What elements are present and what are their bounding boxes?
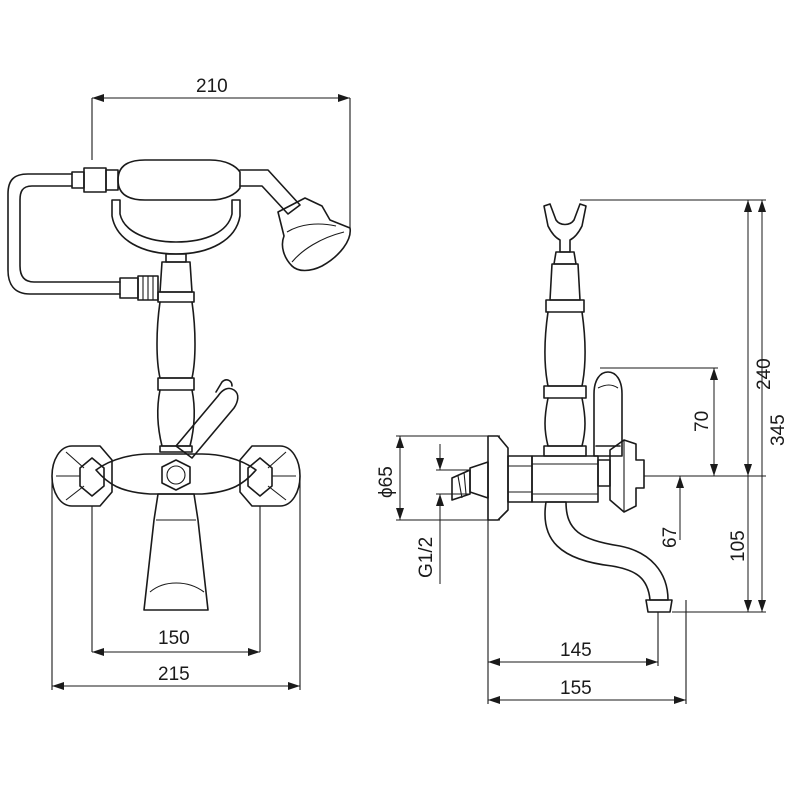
wall-union (451, 435, 533, 521)
diverter-lever (175, 387, 239, 459)
front-view (7, 98, 351, 690)
side-view (396, 199, 766, 704)
mixer-body (95, 453, 257, 495)
mixer-body-side (531, 455, 599, 503)
dim-label-105: 105 (728, 530, 749, 562)
left-tap-handle (51, 445, 113, 507)
diverter-lever-side (593, 371, 623, 457)
hand-shower (71, 159, 351, 272)
dim-label-70: 70 (692, 411, 713, 432)
dim-label-155: 155 (560, 678, 592, 699)
shower-hose (7, 173, 121, 295)
spout-side (544, 501, 669, 601)
hose-coupling (119, 275, 159, 301)
right-tap-handle (239, 445, 301, 507)
handset-cradle (111, 199, 241, 255)
dim-label-215: 215 (158, 664, 190, 685)
dim-label-240: 240 (754, 358, 775, 390)
dim-label-phi65: ϕ65 (376, 466, 397, 498)
riser-side (543, 263, 587, 457)
dim-label-210: 210 (196, 76, 228, 97)
dim-label-67: 67 (660, 527, 681, 548)
diverter-hex-nut (161, 459, 191, 491)
riser-column (156, 253, 196, 453)
handset-hook (543, 203, 587, 253)
dimension-lines (52, 94, 766, 704)
dim-label-g12: G1/2 (416, 537, 437, 578)
dim-label-145: 145 (560, 640, 592, 661)
dim-label-345: 345 (768, 414, 789, 446)
dimension-labels: 210 150 215 145 155 345 240 70 105 67 ϕ6… (158, 76, 789, 699)
dim-label-150: 150 (158, 628, 190, 649)
tap-handle-side (597, 439, 645, 513)
spout-front (143, 493, 209, 611)
